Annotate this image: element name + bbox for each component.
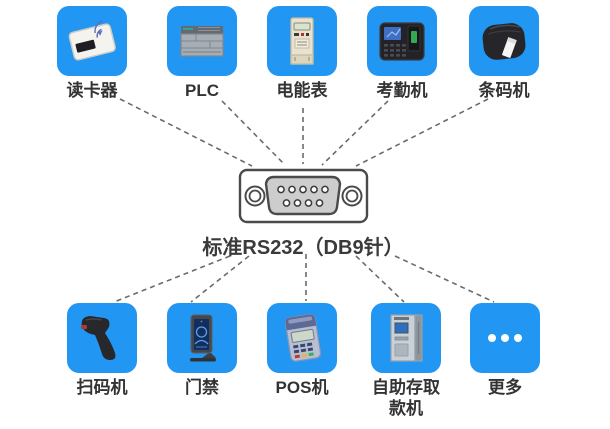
device-energy-meter: 电能表 [267, 6, 337, 100]
device-tile [267, 6, 337, 76]
card-reader-icon [68, 20, 116, 61]
device-label: 门禁 [185, 378, 219, 397]
connection-line [321, 100, 389, 166]
connection-line [355, 255, 405, 303]
device-label: 更多 [488, 378, 522, 397]
device-tile [371, 303, 441, 373]
device-tile [67, 303, 137, 373]
access-control-icon [190, 314, 216, 362]
device-tile [469, 6, 539, 76]
device-tile [167, 303, 237, 373]
connection-line [355, 98, 489, 167]
device-plc: PLC [167, 6, 237, 100]
pos-terminal-icon [284, 313, 322, 362]
device-atm: 自助存取款机 [371, 303, 441, 418]
device-label: 电能表 [276, 81, 328, 100]
device-more: 更多 [470, 303, 540, 397]
device-tile [470, 303, 540, 373]
device-card-reader: 读卡器 [57, 6, 127, 100]
barcode-printer-icon [482, 23, 526, 60]
connection-line [119, 98, 253, 167]
device-access-control: 门禁 [167, 303, 237, 397]
device-barcode-printer: 条码机 [469, 6, 539, 100]
rs232-label: 标准RS232（DB9针） [202, 237, 404, 259]
connection-line [190, 255, 250, 303]
connection-line [221, 100, 286, 166]
attendance-machine-icon [379, 22, 425, 61]
device-label: 条码机 [478, 81, 530, 100]
energy-meter-icon [290, 17, 314, 65]
device-tile [267, 303, 337, 373]
device-tile [367, 6, 437, 76]
device-label: 读卡器 [66, 81, 118, 100]
device-tile [167, 6, 237, 76]
atm-icon [390, 314, 423, 362]
db9-connector-graphic [238, 168, 369, 224]
device-pos-terminal: POS机 [267, 303, 337, 397]
barcode-scanner-icon [81, 316, 116, 360]
device-tile [57, 6, 127, 76]
device-label: 考勤机 [376, 81, 428, 100]
device-attendance-machine: 考勤机 [367, 6, 437, 100]
device-label: POS机 [275, 378, 329, 397]
device-label: 自助存取款机 [372, 378, 440, 419]
device-label: PLC [185, 81, 219, 100]
more-dots-icon [488, 334, 522, 342]
plc-icon [180, 26, 224, 57]
device-label: 扫码机 [76, 378, 128, 397]
connection-line [394, 255, 495, 303]
device-barcode-scanner: 扫码机 [67, 303, 137, 397]
connection-line [113, 255, 231, 303]
